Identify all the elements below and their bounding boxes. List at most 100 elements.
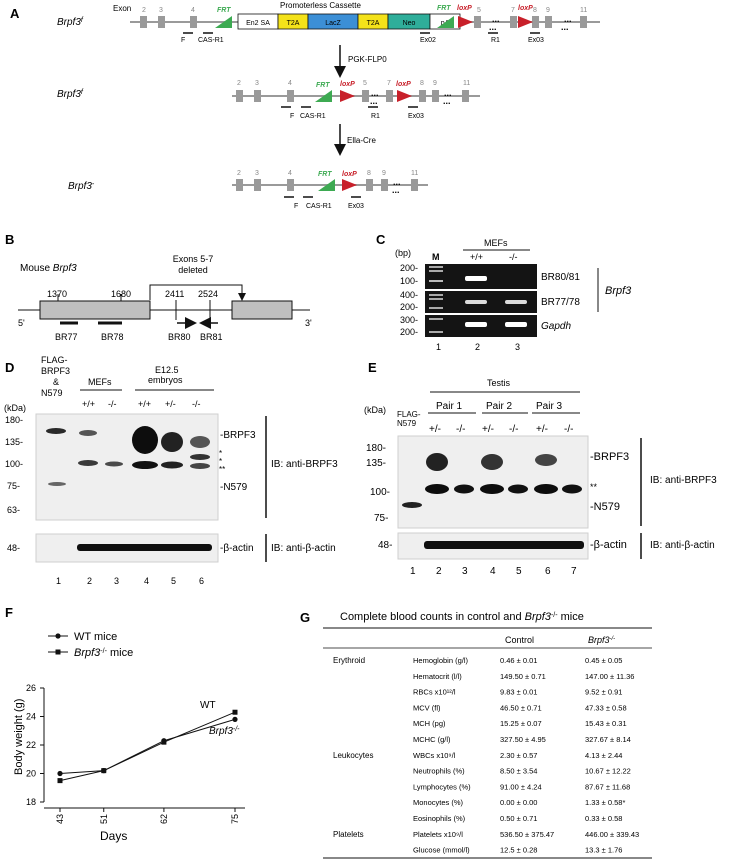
x-tick-label: 51 — [99, 814, 109, 824]
exon-number-2-row3: 2 — [237, 170, 241, 177]
position-2411: 2411 — [165, 289, 184, 299]
e-genotype-6: -/- — [564, 424, 573, 435]
e-lane-3: 3 — [462, 566, 468, 577]
cbc-control-value: 0.50 ± 0.71 — [500, 814, 537, 823]
cbc-col-ko: Brpf3-/- — [588, 635, 615, 645]
d-band-star-1: * — [219, 449, 222, 458]
d-lane-5: 5 — [171, 576, 176, 586]
cbc-col-control: Control — [505, 635, 534, 645]
x-tick-label: 62 — [159, 814, 169, 824]
end-label-ko: Brpf3-/- — [209, 726, 240, 738]
cbc-ko-value: 87.67 ± 11.68 — [585, 782, 630, 791]
frt-label-2: FRT — [437, 5, 451, 12]
cbc-control-value: 8.50 ± 3.54 — [500, 767, 537, 776]
loxp-site-marker-row2 — [340, 90, 355, 102]
primer-br77: BR77 — [55, 332, 78, 342]
primer-br78: BR78 — [101, 332, 124, 342]
cbc-ko-value: 13.3 ± 1.76 — [585, 846, 622, 855]
loxp-site-marker-row2-2 — [397, 90, 412, 102]
primer-cas-r1-row3: CAS-R1 — [306, 203, 332, 210]
exon-number-11: 11 — [580, 7, 587, 14]
d-kda-unit: (kDa) — [4, 403, 26, 413]
primer-ex03-row3: Ex03 — [348, 203, 364, 210]
data-point-wt — [232, 709, 238, 715]
promoterless-cassette: En2 SAT2ALacZT2ANeopA — [237, 13, 461, 30]
e-lane-1: 1 — [410, 566, 416, 577]
frt-site-marker — [215, 16, 232, 28]
cbc-parameter: Lymphocytes (%) — [413, 782, 471, 791]
d-group-mefs: MEFs — [88, 377, 112, 387]
exon-number-9-row3: 9 — [382, 170, 386, 177]
loxp-label-row3: loxP — [342, 171, 357, 178]
series-line-0 — [59, 711, 236, 782]
cbc-control-value: 0.46 ± 0.01 — [500, 656, 537, 665]
gel-unit: (bp) — [395, 248, 411, 258]
cbc-category: Platelets — [333, 830, 364, 839]
cbc-control-value: 91.00 ± 4.24 — [500, 782, 542, 791]
allele-map-row2: ... ... ... ... — [232, 88, 480, 106]
frt-label-row3: FRT — [318, 171, 332, 178]
gel-marker-200c: 200- — [400, 327, 418, 337]
exon-number-8: 8 — [533, 7, 537, 14]
svg-text:...: ... — [492, 14, 500, 24]
step-ella-cre: Ella-Cre — [347, 136, 376, 145]
cassette-part-label-4: Neo — [403, 20, 416, 27]
e-genotype-1: +/- — [429, 424, 441, 435]
cbc-parameter: Hematocrit (l/l) — [413, 672, 462, 681]
d-actin-bands — [77, 544, 212, 551]
cbc-parameter: RBCs x10¹²/l — [413, 688, 456, 697]
frt-site-marker-row3 — [318, 179, 335, 191]
d-marker-135: 135- — [5, 437, 23, 447]
gel-marker-200: 200- — [400, 263, 418, 273]
cassette-part-label-3: T2A — [367, 20, 380, 27]
data-point-ko — [101, 768, 107, 774]
svg-text:...: ... — [489, 22, 497, 32]
data-point-ko — [57, 770, 63, 777]
d-band-star-2: * — [219, 457, 222, 466]
gel-label-gapdh: Gapdh — [541, 321, 571, 332]
gel-gene-label: Brpf3 — [605, 285, 632, 297]
data-point-ko — [161, 738, 167, 744]
exon-number-8-row2: 8 — [420, 80, 424, 87]
cassette-part-label-2: LacZ — [325, 20, 341, 27]
e-lane-7: 7 — [571, 566, 577, 577]
cbc-parameter: MCH (pg) — [413, 719, 446, 728]
frt-site-marker-2 — [437, 16, 454, 28]
exon-number-4-row3: 4 — [288, 170, 292, 177]
exon-number-3-row3: 3 — [255, 170, 259, 177]
e-genotype-3: +/- — [482, 424, 494, 435]
primer-br81: BR81 — [200, 332, 223, 342]
svg-text:...: ... — [561, 22, 569, 32]
d-blot-brpf3 — [35, 413, 219, 521]
x-tick-label: 43 — [55, 814, 65, 824]
loxp-label-row2-2: loxP — [396, 81, 411, 88]
d-lane-3: 3 — [114, 576, 119, 586]
step-pgk-flp: PGK-FLP0 — [348, 55, 387, 64]
gene-map-title: Mouse Brpf3 — [20, 263, 77, 274]
panel-label-d: D — [5, 360, 14, 375]
cbc-ko-value: 327.67 ± 8.14 — [585, 735, 631, 744]
d-ib-actin: IB: anti-β-actin — [271, 543, 336, 554]
d-lane-4: 4 — [144, 576, 149, 586]
d-lane1-label: FLAG-BRPF3&N579 — [41, 355, 70, 398]
loxp-site-marker-row3 — [342, 179, 357, 191]
loxp-label: loxP — [457, 5, 472, 12]
d-marker-100: 100- — [5, 459, 23, 469]
data-point-wt — [57, 778, 63, 784]
d-genotype-2: -/- — [108, 399, 117, 409]
d-band-brpf3: -BRPF3 — [220, 430, 256, 441]
cbc-ko-value: 1.33 ± 0.58* — [585, 798, 625, 807]
d-genotype-3: +/+ — [138, 399, 151, 409]
d-lane-6: 6 — [199, 576, 204, 586]
primer-ex02: Ex02 — [420, 37, 436, 44]
d-genotype-4: +/- — [165, 399, 176, 409]
exon-number-7: 7 — [511, 7, 515, 14]
cbc-parameter: Hemoglobin (g/l) — [413, 656, 469, 665]
gel-lane-m: M — [432, 252, 440, 262]
e-band-actin: -β-actin — [590, 539, 627, 551]
gel-genotype-ko: -/- — [509, 252, 518, 262]
e-blot-brpf3 — [397, 435, 589, 529]
